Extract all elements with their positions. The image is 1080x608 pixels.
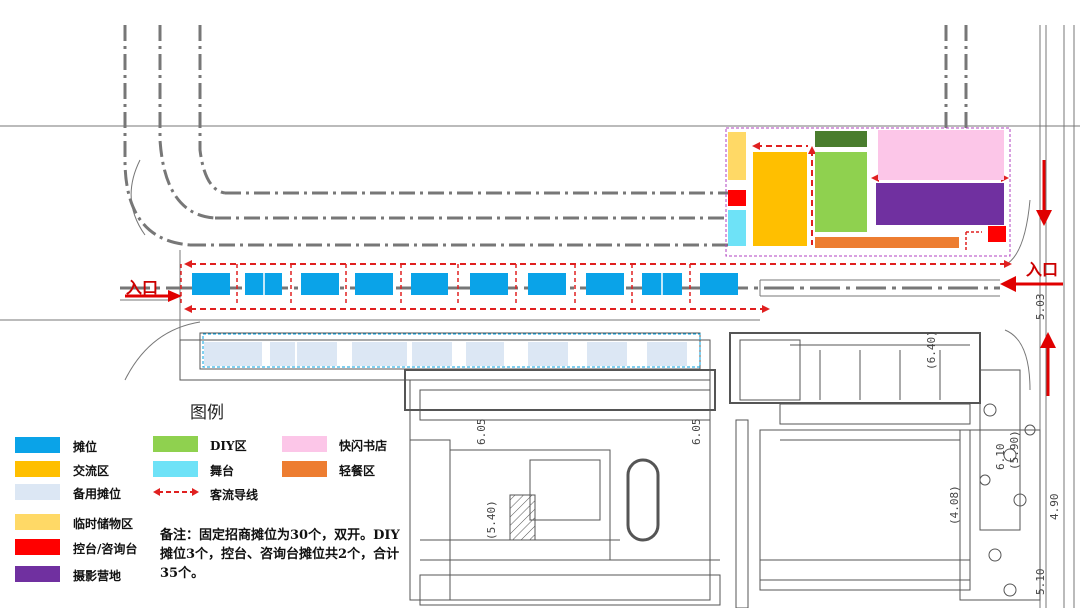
spare-booth: [204, 342, 262, 366]
legend-label-spare: 备用摊位: [73, 487, 122, 501]
legend-swatch-photo: [15, 566, 60, 582]
legend-swatch-storage: [15, 514, 60, 530]
legend-swatch-snack: [282, 461, 327, 477]
spare-booth: [412, 342, 452, 366]
control-desk-left: [728, 190, 746, 206]
legend-swatch-booth: [15, 437, 60, 453]
legend-swatch-bookstore: [282, 436, 327, 452]
entrance-label-right: 入口: [1026, 260, 1059, 279]
entrance-label-left: 入口: [126, 278, 159, 297]
spare-booth: [587, 342, 627, 366]
elevation-label: 5.03: [1034, 294, 1047, 321]
elevation-label: 6.10: [994, 444, 1007, 471]
entrance-arrows: [125, 160, 1063, 396]
legend-label-control: 控台/咨询台: [73, 542, 138, 556]
spare-booth: [270, 342, 295, 366]
cad-buildings: [179, 332, 1041, 608]
elevation-label: (4.08): [948, 485, 961, 525]
spare-booth: [647, 342, 687, 366]
exchange-area: [753, 152, 807, 246]
control-desk-right: [988, 226, 1006, 242]
booth: [192, 273, 230, 295]
note-text: 备注：固定招商摊位为30个，双开。DIY摊位3个，控台、咨询台摊位共2个，合计3…: [160, 528, 400, 581]
legend-label-snack: 轻餐区: [339, 464, 376, 478]
spare-booth: [297, 342, 337, 366]
legend-label-photo: 摄影营地: [73, 569, 122, 583]
legend-label-diy: DIY区: [210, 439, 247, 453]
legend-label-bookstore: 快闪书店: [339, 439, 388, 453]
legend-label-booth: 摊位: [73, 440, 98, 454]
legend-swatch-diy: [153, 436, 198, 452]
legend-label-storage: 临时储物区: [73, 517, 134, 531]
legend-title: 图例: [190, 403, 224, 423]
spare-booth: [352, 342, 407, 366]
elevation-label: 6.05: [475, 419, 488, 446]
storage-area: [728, 132, 746, 180]
booth: [528, 273, 566, 295]
bookstore-area: [878, 130, 1004, 180]
legend-swatch-control: [15, 539, 60, 555]
elevation-label: 4.90: [1048, 494, 1061, 521]
booth: [355, 273, 393, 295]
booth: [411, 273, 448, 295]
diy-area: [815, 152, 867, 232]
elevation-label: (5.40): [485, 500, 498, 540]
booth-row: [192, 273, 738, 295]
legend-label-flow: 客流导线: [210, 488, 259, 502]
cad-roads: [0, 25, 1080, 608]
legend-swatch-stage: [153, 461, 198, 477]
booth: [301, 273, 339, 295]
elevation-label: (5.90): [1008, 430, 1021, 470]
spare-booths: [204, 342, 687, 366]
elevation-label: (6.40): [925, 330, 938, 370]
spare-booth: [528, 342, 568, 366]
legend-swatch-exchange: [15, 461, 60, 477]
booth: [470, 273, 508, 295]
photo-camp-area: [876, 183, 1004, 225]
elevation-label: 5.10: [1034, 569, 1047, 596]
spare-booth: [466, 342, 504, 366]
legend-swatch-spare: [15, 484, 60, 500]
legend-label-exchange: 交流区: [73, 464, 110, 478]
legend-flow-line-icon: [153, 488, 199, 496]
legend-label-stage: 舞台: [210, 464, 235, 478]
booth: [586, 273, 624, 295]
elevation-label: 6.05: [690, 419, 703, 446]
booth: [700, 273, 738, 295]
event-zone-border: [725, 127, 1011, 257]
diy-strip: [815, 131, 867, 147]
stage-area: [728, 210, 746, 246]
snack-area: [815, 237, 959, 248]
flow-arrowheads: [184, 142, 1012, 313]
